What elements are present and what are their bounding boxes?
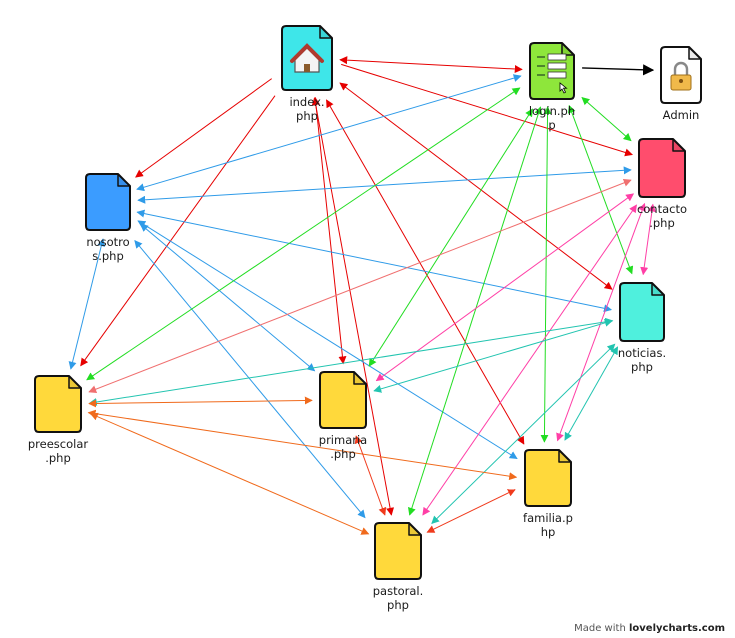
node-index[interactable]: index.php <box>281 25 333 123</box>
node-label-familia: hp <box>541 525 556 539</box>
document-shape <box>374 522 422 580</box>
node-label-contacto: .php <box>649 216 675 230</box>
node-label-index: php <box>296 109 318 123</box>
connector-nosotros-primaria <box>139 223 316 372</box>
connector-login-pastoral <box>407 106 543 516</box>
page-fold <box>651 283 664 296</box>
node-familia[interactable]: familia.php <box>523 449 573 539</box>
node-preescolar[interactable]: preescolar.php <box>28 375 89 465</box>
node-noticias[interactable]: noticias.php <box>618 282 666 374</box>
page-fold <box>672 139 685 152</box>
node-label-preescolar: preescolar <box>28 437 89 451</box>
document-shape <box>319 371 367 429</box>
connector-preescolar-pastoral <box>89 412 370 535</box>
login-form-icon <box>537 53 568 94</box>
page-fold <box>68 376 81 389</box>
node-label-familia: familia.p <box>523 511 573 525</box>
node-label-primaria: .php <box>330 447 356 461</box>
node-label-contacto: contacto <box>637 202 687 216</box>
node-label-pastoral: php <box>387 598 409 612</box>
node-contacto[interactable]: contacto.php <box>637 138 687 230</box>
connector-preescolar-familia <box>87 409 518 481</box>
credit-brand[interactable]: lovelycharts.com <box>628 623 725 634</box>
document-shape <box>34 375 82 433</box>
connector-index-contacto <box>341 63 633 157</box>
home-icon <box>290 43 324 73</box>
connector-login-primaria <box>368 108 533 367</box>
node-label-admin: Admin <box>663 108 700 122</box>
connector-nosotros-login <box>136 74 522 192</box>
node-label-noticias: php <box>631 360 653 374</box>
page-fold <box>408 523 421 536</box>
node-label-nosotros: s.php <box>92 249 124 263</box>
document-shape <box>619 282 665 342</box>
connector-nosotros-noticias <box>136 209 612 313</box>
credit-prefix: Made with <box>574 623 629 634</box>
page-fold <box>117 174 130 187</box>
lock-icon <box>670 61 692 91</box>
connector-noticias-pastoral <box>431 343 616 525</box>
connector-login-familia <box>540 106 552 443</box>
node-login[interactable]: login.php <box>529 42 575 132</box>
node-label-noticias: noticias. <box>618 346 666 360</box>
node-label-login: p <box>548 118 555 132</box>
connector-preescolar-primaria <box>88 396 313 408</box>
page-fold <box>558 450 571 463</box>
connector-login-noticias <box>567 104 634 275</box>
connector-login-admin <box>582 64 655 76</box>
document-shape <box>638 138 686 198</box>
connector-login-contacto <box>581 96 632 142</box>
node-label-pastoral: pastoral. <box>373 584 424 598</box>
connector-nosotros-contacto <box>137 166 632 204</box>
node-label-login: login.ph <box>529 104 575 118</box>
connector-noticias-familia <box>564 346 619 441</box>
connector-index-login <box>339 56 523 74</box>
node-label-index: index. <box>289 95 324 109</box>
document-shape <box>524 449 572 507</box>
connector-layer <box>68 56 656 535</box>
node-pastoral[interactable]: pastoral.php <box>373 522 424 612</box>
page-fold <box>688 47 701 60</box>
credit[interactable]: Made with lovelycharts.com <box>574 623 725 634</box>
node-label-nosotros: nosotro <box>86 235 129 249</box>
node-label-preescolar: .php <box>45 451 71 465</box>
node-primaria[interactable]: primaria.php <box>319 371 367 461</box>
node-label-primaria: primaria <box>319 433 367 447</box>
connector-familia-pastoral <box>426 489 516 533</box>
connector-noticias-primaria <box>373 318 613 393</box>
connector-primaria-pastoral <box>354 435 387 516</box>
page-fold <box>353 372 366 385</box>
page-fold <box>319 26 332 39</box>
node-admin[interactable]: Admin <box>660 46 702 122</box>
document-shape <box>85 173 131 231</box>
